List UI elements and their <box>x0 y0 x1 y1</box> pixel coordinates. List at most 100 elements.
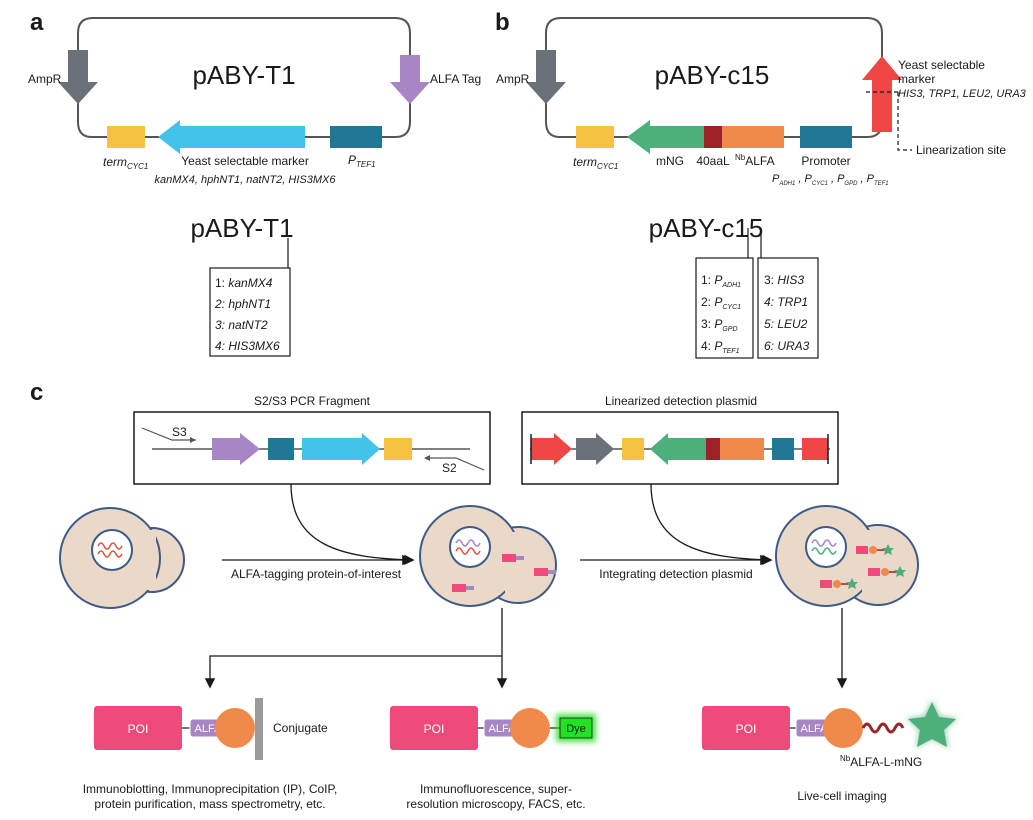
primer-s2 <box>430 457 485 471</box>
detected-poi-2 <box>868 568 880 576</box>
table-box-b-left <box>695 257 754 359</box>
panel-letter-b: b <box>495 9 510 36</box>
table-row-a: 1: kanMX4 <box>215 276 273 290</box>
poi-label-2: POI <box>424 722 445 736</box>
poi-tagged-2 <box>534 568 548 576</box>
poi-box-2 <box>390 706 478 750</box>
table-row-b-right: 5: LEU2 <box>764 317 808 331</box>
mng-arrow <box>627 120 704 154</box>
pcr-alfa-segment <box>212 433 260 465</box>
alfa-tag-label: ALFA Tag <box>430 72 481 86</box>
primer-s3-label: S3 <box>172 425 187 439</box>
poi-box-3 <box>702 706 790 750</box>
table-row-b-left: 3: PGPD <box>701 317 738 333</box>
yeast-marker-arrow-a <box>158 120 305 154</box>
yeast-marker-arrow-b <box>862 56 902 132</box>
table-box-b-right <box>757 257 819 359</box>
dye-box <box>559 717 593 739</box>
table-row-b-right: 6: URA3 <box>764 339 810 353</box>
nucleus-2 <box>449 526 491 568</box>
linearization-label: Linearization site <box>916 143 1006 157</box>
linker-40aal-box <box>704 126 722 148</box>
plasmid-name-b: pABY-c15 <box>655 60 770 90</box>
table-row-a: 3: natNT2 <box>215 318 268 332</box>
poi-tagged-3 <box>452 584 466 592</box>
dye-label: Dye <box>566 723 586 735</box>
term-label-b: termCYC1 <box>573 155 618 171</box>
nanobody-3 <box>823 708 863 748</box>
lin-marker-right <box>802 438 828 460</box>
application-dye: POI ALFA Dye Immunofluorescence, super- … <box>390 706 596 811</box>
yeast-marker-label-b2: marker <box>898 72 935 86</box>
term-cyc1-box-a <box>107 126 145 148</box>
yeast-cell-3 <box>775 505 919 607</box>
panel-letter-c: c <box>30 379 43 406</box>
mng-star <box>908 702 956 747</box>
table-title-b: pABY-c15 <box>649 213 764 243</box>
marker-list-a: kanMX4, hphNT1, natNT2, HIS3MX6 <box>155 174 337 186</box>
plasmid-to-cell-arrow <box>650 483 773 565</box>
ampr-label-a: AmpR <box>28 72 62 86</box>
nanobody-1 <box>215 708 255 748</box>
yeast-cell-1 <box>59 507 185 609</box>
nanobody-2 <box>510 708 550 748</box>
app3-text: Live-cell imaging <box>797 789 886 803</box>
mng-label: mNG <box>656 154 684 168</box>
primer-s2-head <box>424 455 430 461</box>
application-conjugate: POI ALFA Conjugate Immunoblotting, Immun… <box>83 698 337 811</box>
dna-1b <box>97 550 123 558</box>
pcr-promoter-segment <box>268 438 294 460</box>
app2-text-line2: resolution microscopy, FACS, etc. <box>406 797 585 811</box>
marker-label-a: Yeast selectable marker <box>181 154 309 168</box>
panel-c: c S2/S3 PCR Fragment S3 S2 Linearized de… <box>30 379 958 811</box>
linker-spring <box>861 722 905 734</box>
arrow-tagging-label: ALFA-tagging protein-of-interest <box>231 567 402 581</box>
nucleus-1 <box>91 529 133 571</box>
yeast-marker-label-b: Yeast selectable <box>898 58 985 72</box>
table-row-b-left: 4: PTEF1 <box>701 339 740 355</box>
poi-label-1: POI <box>128 722 149 736</box>
primer-s2-label: S2 <box>442 461 457 475</box>
arrow-integrating-label: Integrating detection plasmid <box>599 567 752 581</box>
box1-title: S2/S3 PCR Fragment <box>254 394 371 408</box>
lin-marker-left <box>531 433 572 465</box>
term-label-a: termCYC1 <box>103 155 148 171</box>
table-row-a: 4: HIS3MX6 <box>215 339 280 353</box>
table-title-a: pABY-T1 <box>190 213 293 243</box>
promoter-tef1-box-a <box>330 126 382 148</box>
table-box-a <box>209 267 291 357</box>
primer-s3-head <box>190 437 196 443</box>
conjugate-label: Conjugate <box>273 721 328 735</box>
yeast-marker-list-b: HIS3, TRP1, LEU2, URA3 <box>898 88 1027 100</box>
nb-alfa-label: NbALFA <box>735 153 775 168</box>
app1-text-line2: protein purification, mass spectrometry,… <box>94 797 325 811</box>
pcr-marker-segment <box>302 433 380 465</box>
panel-letter-a: a <box>30 9 44 36</box>
table-row-b-right: 4: TRP1 <box>764 295 808 309</box>
table-row-b-right: 3: HIS3 <box>764 273 804 287</box>
lin-linker <box>706 438 720 460</box>
lin-promoter <box>772 438 794 460</box>
lin-nb-alfa <box>720 438 764 460</box>
poi-box-1 <box>94 706 182 750</box>
table-row-b-left: 1: PADH1 <box>701 273 741 289</box>
pcr-to-cell-arrow <box>290 483 415 565</box>
term-cyc1-box-b <box>576 126 614 148</box>
table-row-b-left: 2: PCYC1 <box>701 295 741 311</box>
detected-poi-3 <box>820 580 832 588</box>
promoter-box-b <box>800 126 852 148</box>
pcr-term-segment <box>384 438 412 460</box>
table-row-a: 2: hphNT1 <box>214 297 271 311</box>
poi-tagged-1 <box>502 554 516 562</box>
lin-term <box>622 438 644 460</box>
panel-b: b pABY-c15 AmpR Linearization site Yeast… <box>495 9 1027 359</box>
yeast-cell-2 <box>419 505 557 607</box>
promoter-label-b: Promoter <box>801 154 850 168</box>
nb-alfa-box <box>722 126 784 148</box>
poi-label-3: POI <box>736 722 757 736</box>
nb-alfa-l-mng-label: NbALFA-L-mNG <box>840 754 922 769</box>
box2-title: Linearized detection plasmid <box>605 394 757 408</box>
lin-mng <box>650 433 706 465</box>
lin-ampr <box>576 433 614 465</box>
